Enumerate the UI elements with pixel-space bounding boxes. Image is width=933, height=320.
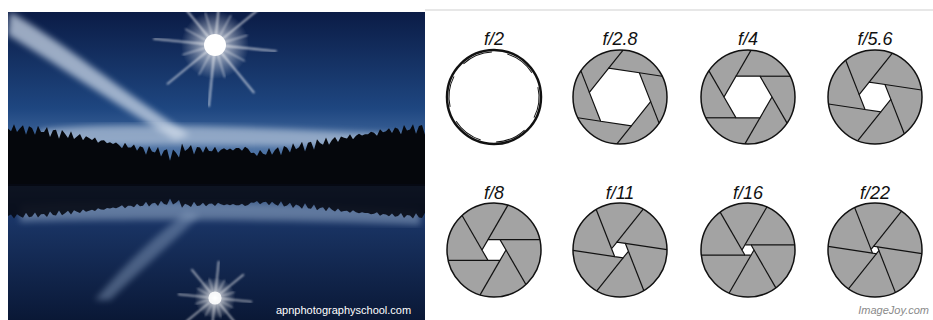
f-number-label: f/11: [606, 184, 635, 202]
tree-silhouette: [8, 124, 425, 186]
f-number-label: f/4: [738, 30, 758, 48]
aperture-symbol: [447, 203, 541, 297]
aperture-symbol: [447, 50, 541, 144]
watermark: ImageJoy.com: [858, 305, 929, 316]
sun-starburst: [153, 12, 276, 107]
aperture-symbol: [573, 50, 667, 144]
f-number-label: f/5.6: [857, 30, 892, 48]
f-number-label: f/2.8: [602, 30, 637, 48]
tree-reflection: [8, 184, 425, 218]
aperture-symbol: [828, 203, 922, 297]
lake-photo: [8, 12, 425, 320]
f-number-label: f/2: [484, 30, 504, 48]
aperture-symbol: [701, 203, 795, 297]
frame-line: [425, 10, 933, 11]
sun-reflection: [178, 261, 252, 320]
f-number-label: f/16: [733, 184, 763, 202]
watermark: apnphotographyschool.com: [276, 305, 411, 316]
aperture-symbol: [701, 50, 795, 144]
f-number-label: f/22: [860, 184, 890, 202]
aperture-diagrams: [447, 50, 922, 297]
aperture-symbol: [828, 50, 922, 144]
aperture-symbol: [573, 203, 667, 297]
f-number-label: f/8: [484, 184, 504, 202]
